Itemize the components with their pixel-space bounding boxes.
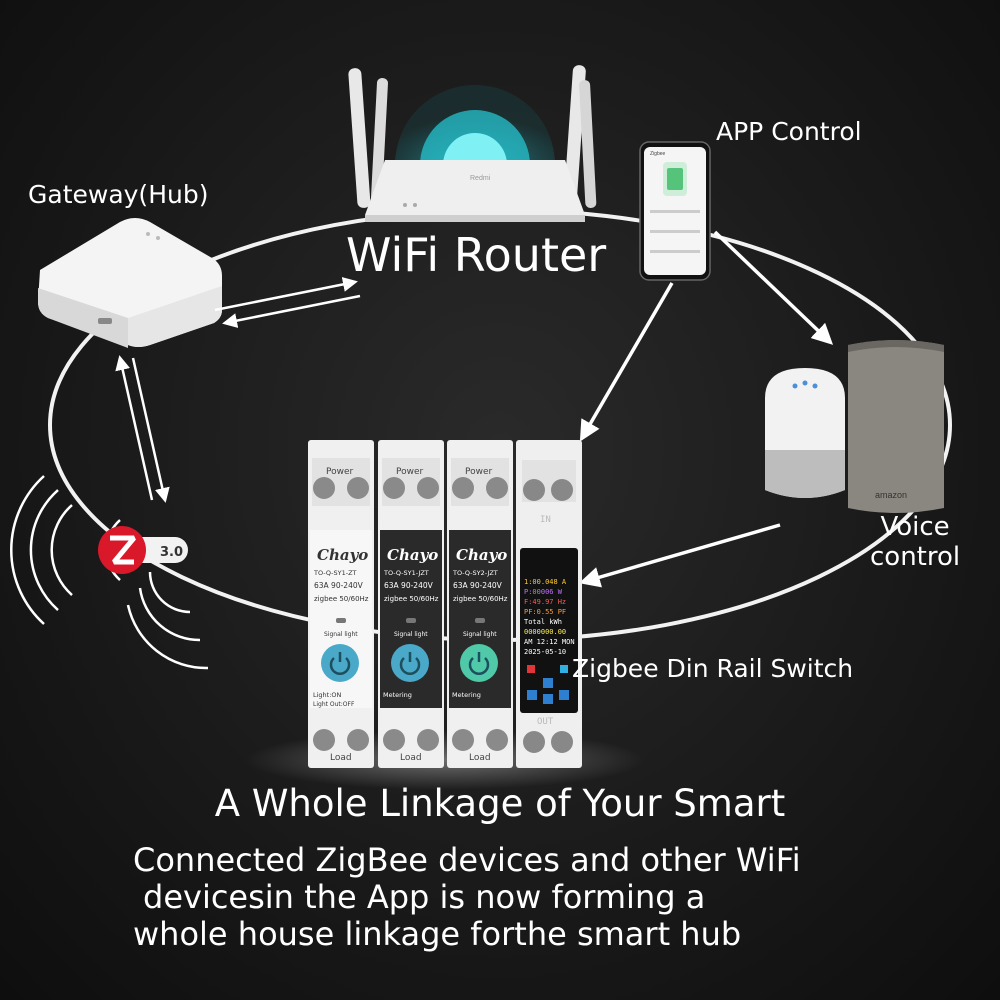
voice-label-line1: Voice: [880, 512, 950, 542]
switch-brand: Chayo: [456, 546, 507, 564]
switch-bottom-label: Load: [330, 753, 352, 763]
meter-out-label: OUT: [537, 717, 554, 727]
zigbee-switch-label: Zigbee Din Rail Switch: [572, 654, 854, 683]
phone-header: Zigbee: [650, 151, 666, 157]
smart-speaker-icon: amazon: [765, 340, 944, 513]
switch-protocol: zigbee 50/60Hz: [453, 595, 508, 603]
switch-signal-label: Signal light: [324, 631, 358, 638]
wifi-router-icon: Redmi: [348, 65, 597, 222]
description-line-1: Connected ZigBee devices and other WiFi: [133, 841, 801, 879]
meter-line-1: 1:00.048 A: [524, 578, 567, 586]
switch-model: TO-Q-SY2-JZT: [452, 569, 498, 577]
switch-brand: Chayo: [387, 546, 438, 564]
meter-in-label: IN: [540, 515, 551, 525]
connection-arrows: [115, 230, 834, 588]
description: Connected ZigBee devices and other WiFi …: [133, 842, 801, 953]
floor-glow: [245, 730, 645, 790]
meter-line-4: PF:0.55 PF: [524, 608, 566, 616]
headline: A Whole Linkage of Your Smart: [214, 782, 786, 825]
switch-rating: 63A 90-240V: [314, 581, 364, 590]
gateway-label: Gateway(Hub): [28, 180, 209, 209]
switch-top-label: Power: [326, 467, 354, 477]
smartphone-icon: Zigbee: [639, 141, 711, 281]
meter-line-7: AM 12:12 MON: [524, 638, 575, 646]
voice-control-label: Voice control: [870, 512, 960, 572]
switch-top-label: Power: [465, 467, 493, 477]
switch-signal-label: Signal light: [463, 631, 497, 638]
power-button-icon[interactable]: [391, 644, 429, 682]
description-line-2: devicesin the App is now forming a: [143, 878, 706, 916]
switch-footer: Metering: [383, 691, 412, 699]
voice-brand: amazon: [875, 490, 907, 500]
meter-line-6: 0000000.00: [524, 628, 566, 636]
power-button-icon[interactable]: [321, 644, 359, 682]
meter-screen-lines: 1:00.048 A P:00006 W F:49.97 Hz PF:0.55 PF T…: [524, 578, 575, 656]
switch-top-label: Power: [396, 467, 424, 477]
meter-line-2: P:00006 W: [524, 588, 563, 596]
switch-bottom-label: Load: [469, 753, 491, 763]
meter-line-8: 2025-05-10: [524, 648, 566, 656]
meter-module: IN 1:00.048 A P:00006 W F:49.97 Hz PF:0.55 …: [516, 440, 582, 768]
zigbee-version-badge: 3.0: [160, 545, 183, 560]
gateway-hub-icon: [38, 218, 222, 348]
voice-label-line2: control: [870, 542, 961, 572]
switch-brand: Chayo: [317, 546, 368, 564]
switch-bottom-label: Load: [400, 753, 422, 763]
switch-footer-2: Light Out:OFF: [313, 701, 355, 708]
switch-protocol: zigbee 50/60Hz: [314, 595, 369, 603]
switch-model: TO-Q-SY1-JZT: [383, 569, 429, 577]
switch-rating: 63A 90-240V: [384, 581, 434, 590]
router-brand: Redmi: [470, 175, 491, 182]
router-label: WiFi Router: [346, 228, 607, 282]
switch-protocol: zigbee 50/60Hz: [384, 595, 439, 603]
meter-line-3: F:49.97 Hz: [524, 598, 566, 606]
app-control-label: APP Control: [716, 117, 862, 146]
switch-signal-label: Signal light: [394, 631, 428, 638]
power-button-icon[interactable]: [460, 644, 498, 682]
switch-footer: Light:ON: [313, 691, 342, 699]
switch-footer: Metering: [452, 691, 481, 699]
description-line-3: whole house linkage forthe smart hub: [133, 915, 742, 953]
zigbee-logo-icon: 3.0: [10, 475, 209, 670]
meter-line-5: Total kWh: [524, 618, 562, 626]
switch-rating: 63A 90-240V: [453, 581, 503, 590]
switch-model: TO-Q-SY1-ZT: [313, 569, 357, 577]
